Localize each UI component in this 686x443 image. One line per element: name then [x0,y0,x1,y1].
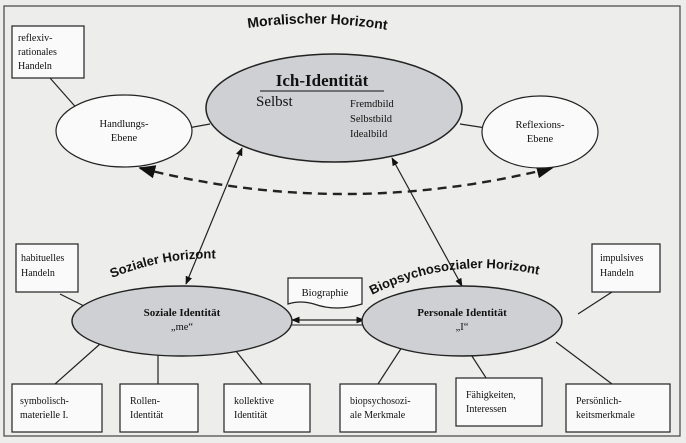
handlungs-ebene-ellipse [55,94,193,168]
reflexions-label-1: Reflexions- [516,120,565,131]
persoenlich-line-1: Persönlich- [576,396,622,407]
symbolisch-line-2: materielle I. [20,410,68,421]
kollektiv-line-2: Identität [234,410,268,421]
kollektiv-line-1: kollektive [234,396,275,407]
soziale-identitaet-ellipse [71,285,293,357]
ich-personale-arrow [391,157,463,287]
reflexiv-line-2: rationales [18,47,57,58]
reflection-dashed-arrow [138,165,554,196]
habituelles-handeln-box [15,243,79,293]
reflexiv-line-1: reflexiv- [18,33,52,44]
kollektive-identitaet-box [223,383,311,433]
ich-identitaet-title: Ich-Identität [276,71,369,90]
impulsiv-line-2: Handeln [600,268,634,279]
rollen-identitaet-box [119,383,199,433]
rollen-line-1: Rollen- [130,396,160,407]
persoenlich-line-2: keitsmerkmale [576,410,635,421]
ich-identitaet-ellipse [205,53,463,163]
symbolisch-materielle-box [11,383,103,433]
faehig-line-1: Fähigkeiten, [466,390,516,401]
biopsycho-line-1: biopsychosozi- [350,396,411,407]
moral-horizon-title: Moralischer Horizont [246,10,389,32]
symbolisch-line-1: symbolisch- [20,396,69,407]
habituell-line-1: habituelles [21,253,64,264]
handlungs-label-1: Handlungs- [100,119,149,130]
impulsives-handeln-box [591,243,661,293]
habituell-line-2: Handeln [21,268,55,279]
personale-identitaet-ellipse [361,285,563,357]
faehigkeiten-interessen-box [455,377,543,427]
outer-frame [3,5,681,437]
rollen-line-2: Identität [130,410,164,421]
ich-soziale-arrow [185,147,243,285]
biographie-scroll [287,277,363,309]
reflexions-ebene-ellipse [481,95,599,169]
soziale-identitaet-sub: „me“ [171,322,193,333]
sozialer-horizont-label: Sozialer Horizont [108,246,217,280]
reflexiv-rational-box [11,25,85,79]
handlungs-label-2: Ebene [111,133,138,144]
biopsycho-line-2: ale Merkmale [350,410,406,421]
personale-identitaet-sub: „I“ [456,322,469,333]
soziale-identitaet-title: Soziale Identität [144,307,221,319]
reflexiv-line-3: Handeln [18,61,52,72]
reflexions-label-2: Ebene [527,134,554,145]
faehig-line-2: Interessen [466,404,507,415]
selbstbild-label: Selbstbild [350,114,393,125]
fremdbild-label: Fremdbild [350,99,394,110]
idealbild-label: Idealbild [350,129,388,140]
biopsychosoziale-merkmale-box [339,383,437,433]
impulsiv-line-1: impulsives [600,253,643,264]
biographie-label: Biographie [302,288,349,299]
persoenlichkeitsmerkmale-box [565,383,671,433]
selbst-label: Selbst [256,94,294,110]
personale-identitaet-title: Personale Identität [417,307,507,319]
